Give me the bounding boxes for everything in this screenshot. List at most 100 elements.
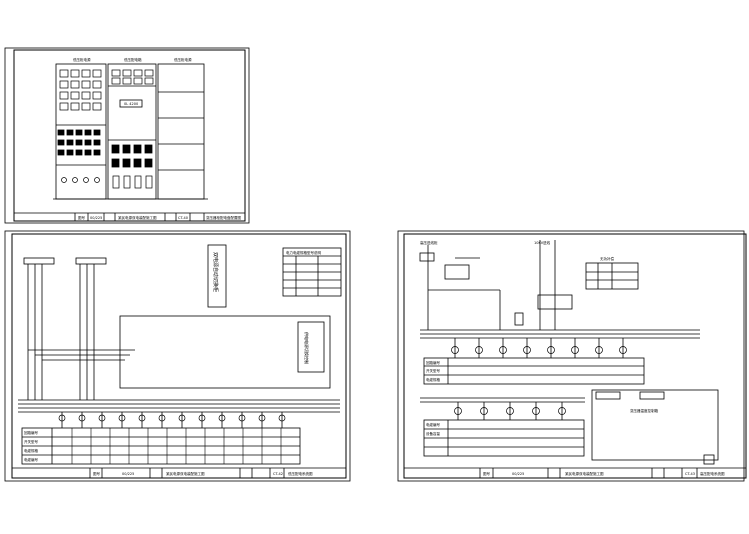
sheet-3-row-header-2: 电缆规格 (426, 377, 440, 382)
meter-icon (111, 69, 121, 77)
sheet-2-outgoing-feeders (58, 412, 286, 428)
meter-icon (59, 102, 69, 111)
ct-icon (278, 414, 286, 422)
ct-icon (118, 414, 126, 422)
sheet-1-title-cell-4: 变压器柜配电盘配置图 (206, 215, 241, 220)
sheet-1-panels (53, 63, 208, 200)
sheet-1-title-block (74, 213, 205, 221)
sheet-2-title-cell-4: 低压配电系统图 (288, 471, 313, 476)
sheet-2-box-label: 供电电源切换控制 (304, 332, 310, 364)
ct-icon (138, 414, 146, 422)
meter-icon (70, 91, 80, 100)
ct-icon (258, 414, 266, 422)
ct-icon (480, 407, 488, 415)
meter-icon (111, 77, 121, 85)
breaker-icon (123, 175, 131, 189)
sheet-3-frame (397, 230, 747, 482)
ct-icon (475, 346, 483, 354)
sheet-3-title-cell-1: 00/225 (512, 472, 524, 476)
sheet-2-right-table-title: 电力电缆规格型号说明 (286, 250, 321, 255)
ct-icon (98, 414, 106, 422)
breaker-icon (112, 175, 120, 189)
switch-icon (75, 139, 83, 146)
sheet-1-title-cell-1: 00/225 (90, 216, 102, 220)
sheet-1-frame (4, 47, 250, 224)
sheet-3-mid-label: 10KV进线 (534, 240, 551, 245)
switch-icon (84, 149, 92, 156)
sheet-3-top-label: 高压进线柜 (420, 240, 438, 245)
sheet-2-control-box (119, 315, 331, 389)
sheet-3-incoming (419, 240, 573, 330)
ct-icon (523, 346, 531, 354)
switch-icon (133, 158, 142, 168)
sheet-2-title-cell-3: CT-42 (273, 472, 283, 476)
ct-icon (238, 414, 246, 422)
sheet-2-right-table (282, 247, 342, 297)
sheet-2-frame (4, 230, 351, 482)
meter-cluster-panel-2 (111, 69, 154, 189)
sheet-3-title-cell-4: 高压配电系统图 (700, 471, 725, 476)
meter-icon (59, 80, 69, 89)
switch-icon (84, 129, 92, 136)
switch-icon (66, 129, 74, 136)
ct-icon (218, 414, 226, 422)
sheet-2-incoming-feeders (23, 257, 135, 400)
sheet-3-row-header-4: 设备容量 (426, 431, 440, 436)
ct-icon (571, 346, 579, 354)
switch-icon (66, 139, 74, 146)
ct-icon (78, 414, 86, 422)
meter-icon (70, 80, 80, 89)
switch-icon (75, 149, 83, 156)
switch-icon (93, 139, 101, 146)
ct-icon (178, 414, 186, 422)
meter-icon (144, 69, 154, 77)
meter-cluster-panel-1 (57, 69, 102, 183)
switch-icon (93, 149, 101, 156)
sheet-3-box-label: 变压器温度控制箱 (630, 408, 658, 413)
breaker-icon (134, 175, 142, 189)
sheet-3-title-block (479, 468, 698, 478)
panel-2-header: 低压配电箱 (124, 57, 142, 62)
ct-icon (506, 407, 514, 415)
meter-icon (133, 77, 143, 85)
panel-1-header: 低压柜电源 (73, 57, 91, 62)
switch-icon (144, 158, 153, 168)
meter-icon (81, 91, 91, 100)
meter-icon (92, 91, 102, 100)
sheet-3-top-table (585, 262, 639, 290)
meter-icon (59, 69, 69, 78)
breaker-icon (145, 175, 153, 189)
switch-icon (93, 129, 101, 136)
switch-icon (75, 129, 83, 136)
switch-icon (133, 144, 142, 154)
meter-icon (70, 102, 80, 111)
sheet-2-row-header-0: 回路编号 (24, 430, 38, 435)
indicator-lamp-icon (83, 177, 89, 183)
sheet-2-busbars (18, 399, 340, 413)
ct-icon (619, 346, 627, 354)
sheet-2-table-columns (71, 428, 282, 464)
switch-icon (66, 149, 74, 156)
meter-icon (81, 69, 91, 78)
meter-icon (133, 69, 143, 77)
panel-3-header: 低压柜电源 (174, 57, 192, 62)
sheet-1-title-cell-3: CT-40 (178, 216, 188, 220)
sheet-2-title-block (89, 468, 285, 478)
ct-icon (547, 346, 555, 354)
sheet-3-title-cell-0: 图号 (483, 471, 491, 476)
switch-icon (122, 158, 131, 168)
sheet-3-row-header-3: 电缆编号 (426, 422, 440, 427)
sheet-3-circuit-table-1 (423, 357, 645, 385)
sheet-2-vertical-label-box (207, 244, 227, 308)
ct-icon (198, 414, 206, 422)
meter-icon (122, 77, 132, 85)
sheet-2-title-cell-1: 00/225 (122, 472, 134, 476)
sheet-1-title-cell-0: 图号 (78, 215, 85, 220)
indicator-lamp-icon (61, 177, 67, 183)
ct-icon (454, 407, 462, 415)
sheet-3-side-label: 无功补偿 (600, 256, 614, 261)
sheet-2-title-cell-2: 某民电源双电装配施工图 (166, 471, 205, 476)
sheet-2-row-header-1: 开关型号 (24, 439, 38, 444)
ct-icon (558, 407, 566, 415)
